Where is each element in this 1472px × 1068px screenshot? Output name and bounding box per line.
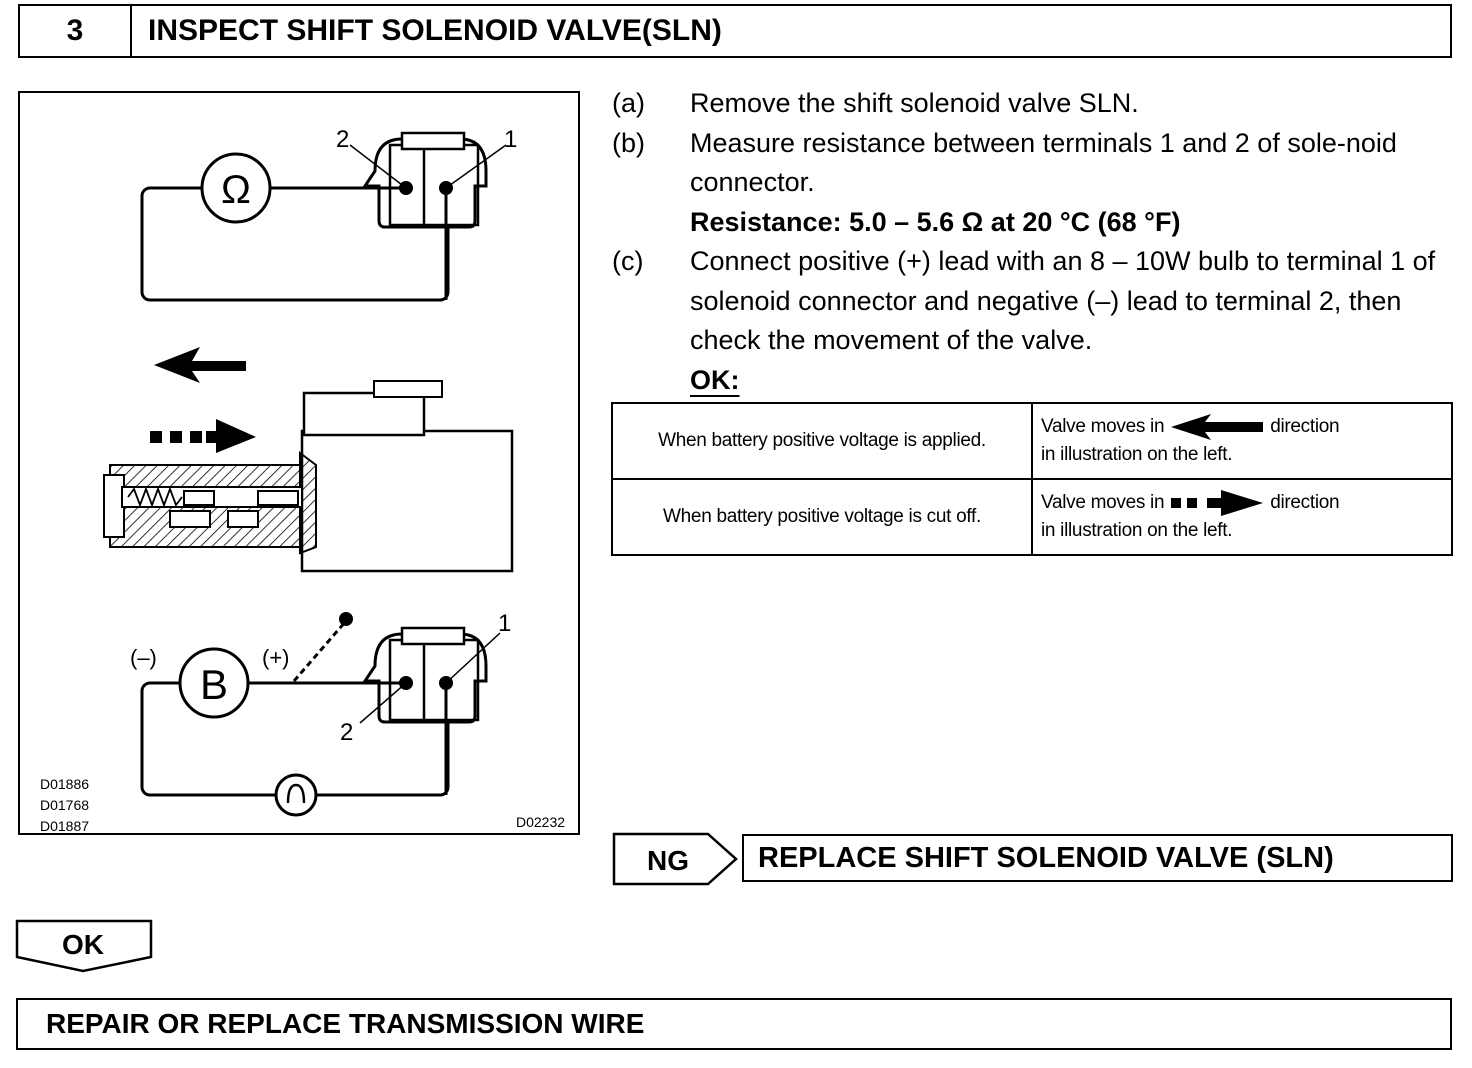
valve-movement-arrows [150,347,256,453]
dashed-right-arrow-icon [206,419,256,453]
solenoid-connector-top [362,137,488,229]
solenoid-valve-section [103,380,514,573]
negative-lead-label: (–) [130,645,157,670]
terminal-1-label-bottom: 1 [498,610,511,637]
ok-criteria-table: When battery positive voltage is applied… [611,402,1453,556]
figure-code-2: D01768 [40,797,89,813]
ng-tag-label: NG [647,845,689,876]
ok-tag-label: OK [62,929,104,960]
positive-lead-label: (+) [262,645,290,670]
terminal-1-label: 1 [504,126,517,153]
result-cell: Valve moves in direction in illustration… [1031,478,1453,556]
figure-code-right: D02232 [516,814,565,830]
step-b: (b) Measure resistance between terminals… [612,124,1454,243]
table-row: When battery positive voltage is applied… [611,402,1453,480]
ohmmeter-circuit: Ω 2 1 [140,126,517,302]
ok-action: REPAIR OR REPLACE TRANSMISSION WIRE [16,998,1452,1050]
solid-left-arrow-icon [154,347,246,383]
step-text: Measure resistance between terminals 1 a… [690,127,1397,198]
ng-tag: NG [612,832,738,886]
instruction-steps: (a) Remove the shift solenoid valve SLN.… [612,84,1454,400]
resistance-spec: Resistance: 5.0 – 5.6 Ω at 20 °C (68 °F) [690,206,1181,237]
ok-criteria-label: OK: [690,364,740,395]
dashed-right-arrow-icon [1171,489,1264,516]
step-text: Connect positive (+) lead with an 8 – 10… [690,246,1436,355]
figure-code-3: D01887 [40,818,89,834]
step-label: (a) [612,88,645,118]
step-number: 3 [18,4,132,58]
terminal-2-label: 2 [336,126,349,153]
step-label: (b) [612,127,645,158]
table-row: When battery positive voltage is cut off… [611,478,1453,556]
condition-cell: When battery positive voltage is cut off… [611,478,1033,556]
terminal-2-label-bottom: 2 [340,719,353,746]
figure-code-1: D01886 [40,776,89,792]
step-title: INSPECT SHIFT SOLENOID VALVE(SLN) [130,4,1452,58]
step-label: (c) [612,246,644,276]
solid-left-arrow-icon [1171,413,1264,440]
ohm-symbol: Ω [221,168,251,212]
bulb-icon [274,773,318,817]
solenoid-connector-bottom [362,632,488,724]
condition-cell: When battery positive voltage is applied… [611,402,1033,480]
step-a: (a) Remove the shift solenoid valve SLN. [612,84,1454,124]
step-c: (c) Connect positive (+) lead with an 8 … [612,242,1454,400]
illustration-panel: Ω 2 1 [18,91,580,835]
illustration-diagram: Ω 2 1 [40,126,565,834]
battery-circuit: B (–) (+) 2 1 [130,610,511,817]
ng-action: REPLACE SHIFT SOLENOID VALVE (SLN) [742,834,1453,882]
battery-symbol: B [200,661,228,708]
step-text: Remove the shift solenoid valve SLN. [690,88,1139,118]
ok-tag: OK [15,919,153,973]
result-cell: Valve moves in direction in illustration… [1031,402,1453,480]
